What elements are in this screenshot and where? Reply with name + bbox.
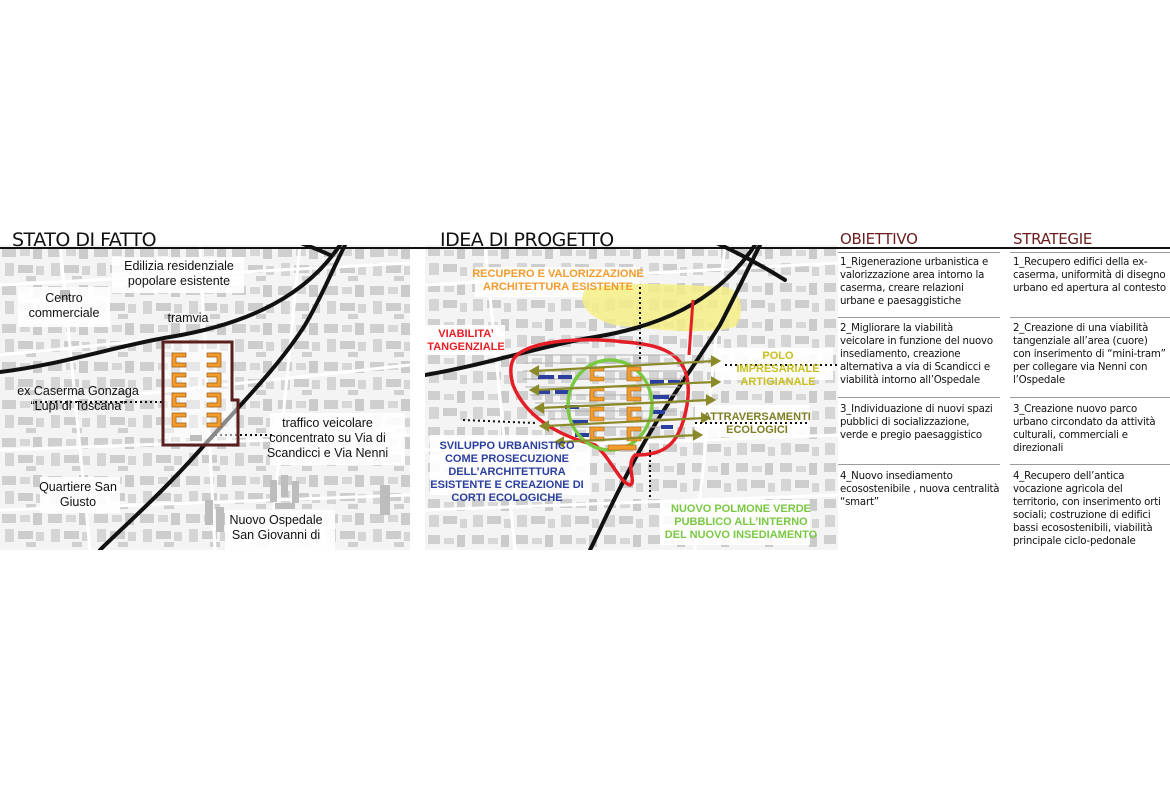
row-divider bbox=[838, 464, 1000, 465]
cell-strategie-2: 2_Creazione di una viabilità tangenziale… bbox=[1013, 323, 1166, 386]
label-tramvia: tramvia bbox=[167, 311, 209, 325]
cell-obiettivo-2: 2_Migliorare la viabilità veicolare in f… bbox=[840, 323, 993, 386]
title-idea-di-progetto: IDEA DI PROGETTO bbox=[440, 229, 614, 251]
project-map bbox=[425, 245, 838, 550]
label-caserma: ex Caserma Gonzaga “Lupi di Toscana” bbox=[17, 384, 139, 413]
label-ospedale: Nuovo Ospedale San Giovanni di bbox=[229, 513, 323, 542]
annotation-sviluppo: SVILUPPO URBANISTICO COME PROSECUZIONE D… bbox=[430, 440, 584, 504]
label-edilizia: Edilizia residenziale popolare esistente bbox=[124, 259, 234, 288]
cell-obiettivo-4: 4_Nuovo insediamento ecosostenibile , nu… bbox=[840, 471, 1000, 508]
row-divider bbox=[1010, 317, 1170, 318]
annotation-polo: POLO IMPRESARIALE ARTIGIANALE bbox=[736, 350, 820, 388]
row-divider bbox=[1010, 397, 1170, 398]
row-divider bbox=[838, 397, 1000, 398]
row-divider bbox=[838, 317, 1000, 318]
annotation-viabilita: VIABILITA’ TANGENZIALE bbox=[427, 328, 505, 353]
title-stato-di-fatto: STATO DI FATTO bbox=[12, 229, 157, 251]
label-quartiere: Quartiere San Giusto bbox=[39, 480, 117, 509]
cell-strategie-4: 4_Recupero dell’antica vocazione agricol… bbox=[1013, 471, 1161, 547]
top-divider bbox=[0, 247, 1170, 249]
left-map bbox=[0, 245, 410, 550]
annotation-polmone: NUOVO POLMONE VERDE PUBBLICO ALL’INTERNO… bbox=[664, 503, 818, 541]
label-centro-commerciale: Centro commerciale bbox=[28, 291, 100, 320]
cell-strategie-1: 1_Recupero edifici della ex-caserma, uni… bbox=[1013, 257, 1166, 294]
row-divider bbox=[838, 252, 1000, 253]
cell-obiettivo-3: 3_Individuazione di nuovi spazi pubblici… bbox=[840, 404, 993, 441]
row-divider bbox=[1010, 464, 1170, 465]
header-strategie: STRATEGIE bbox=[1013, 230, 1093, 248]
row-divider bbox=[1010, 252, 1170, 253]
label-traffico: traffico veicolare concentrato su Via di… bbox=[266, 416, 389, 460]
cell-strategie-3: 3_Creazione nuovo parco urbano circondat… bbox=[1013, 404, 1156, 454]
annotation-attraversamenti: ATTRAVERSAMENTI ECOLOGICI bbox=[703, 411, 811, 436]
annotation-recupero: RECUPERO E VALORIZZAZIONE ARCHITETTURA E… bbox=[472, 268, 644, 293]
cell-obiettivo-1: 1_Rigenerazione urbanistica e valorizzaz… bbox=[840, 257, 989, 307]
header-obiettivo: OBIETTIVO bbox=[840, 230, 918, 248]
